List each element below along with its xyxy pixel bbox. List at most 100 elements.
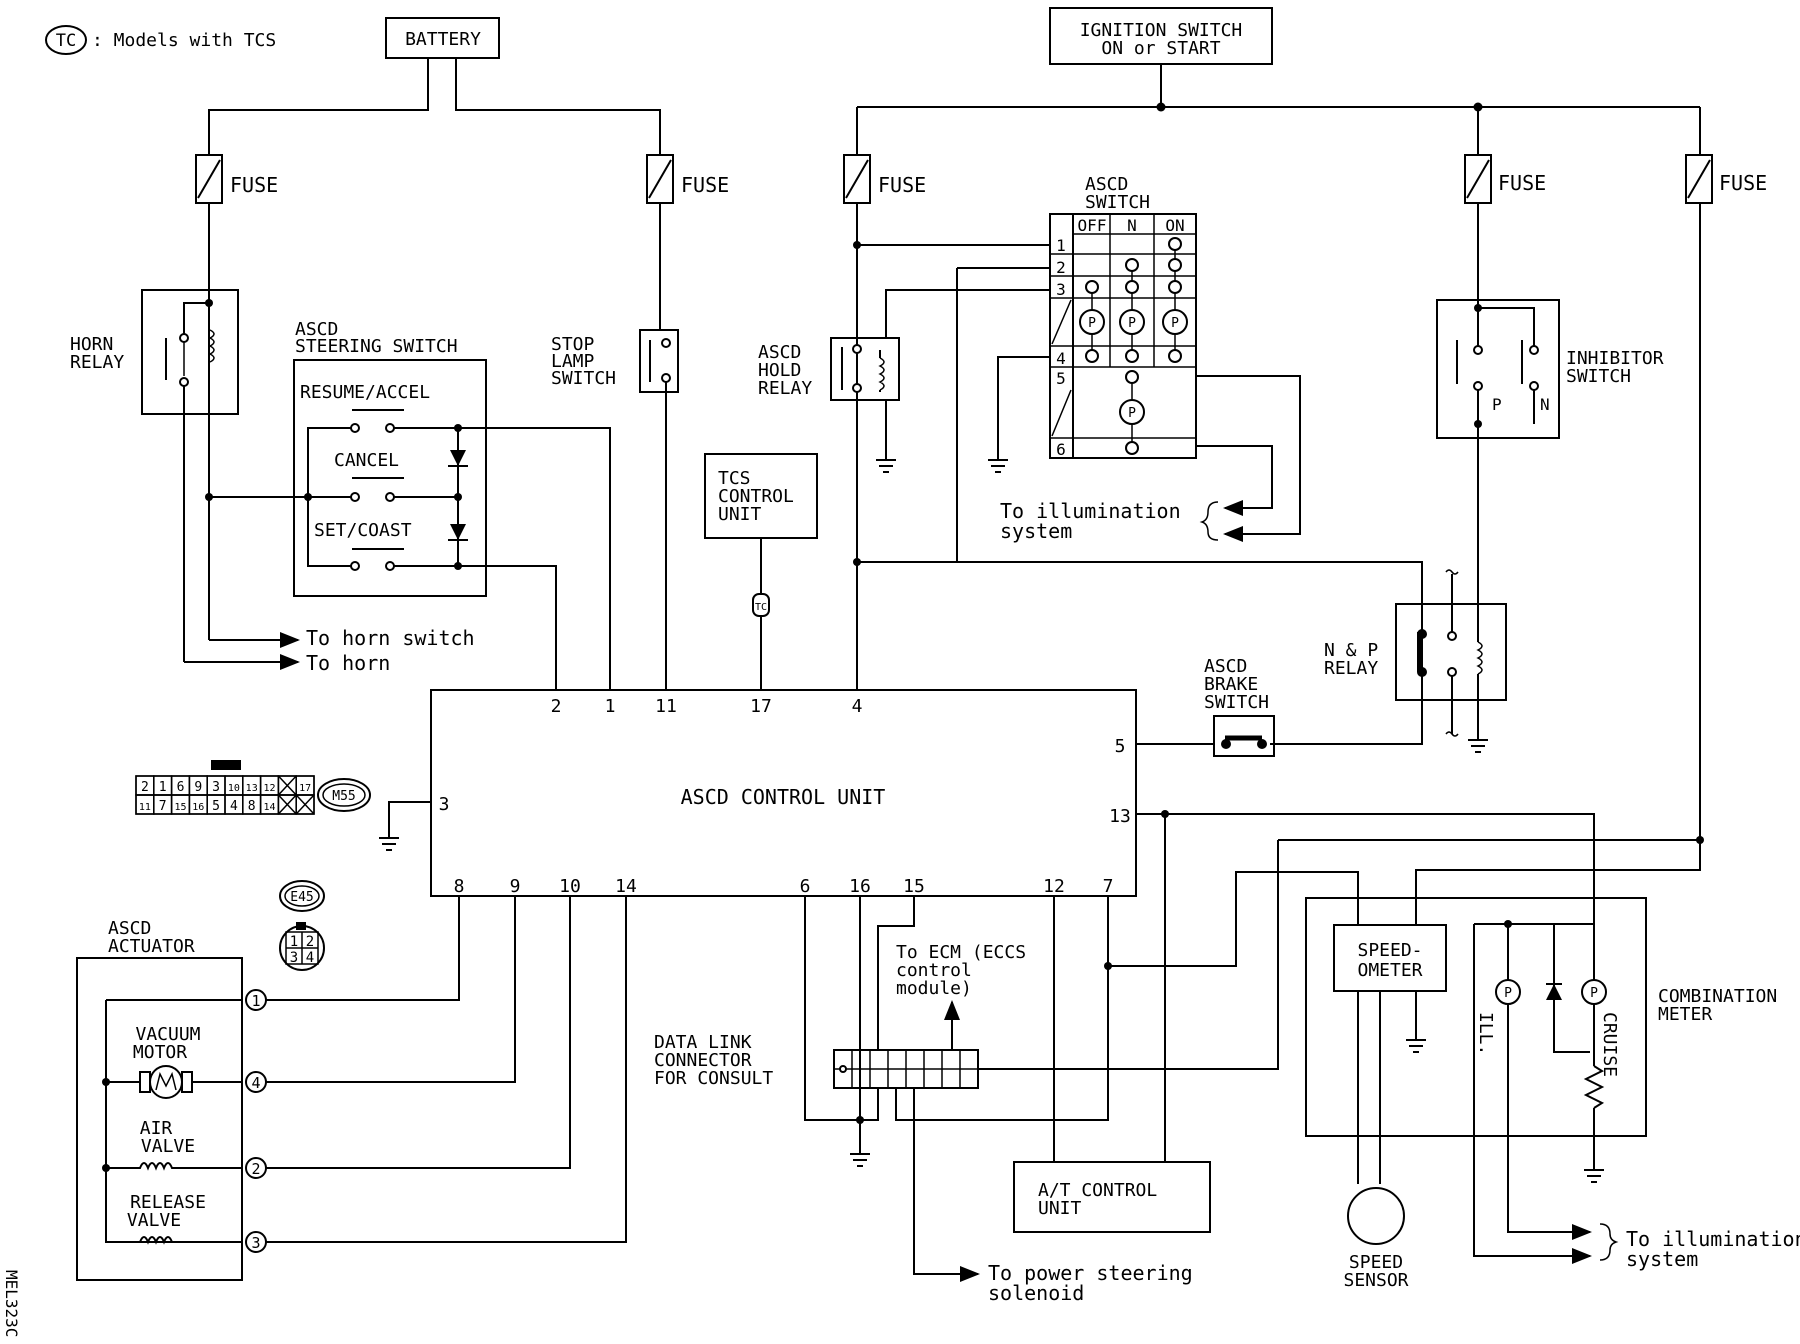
svg-text:3: 3	[1056, 280, 1066, 299]
svg-text:1: 1	[290, 934, 298, 950]
svg-text:RELAY: RELAY	[70, 352, 124, 373]
svg-text:ACTUATOR: ACTUATOR	[108, 936, 195, 957]
svg-text:IGNITION SWITCH: IGNITION SWITCH	[1080, 20, 1243, 41]
connector-pin-label: 11	[139, 802, 151, 813]
svg-text:6: 6	[800, 876, 811, 897]
fuse-5: FUSE	[1685, 154, 1767, 204]
svg-text:BRAKE: BRAKE	[1204, 674, 1258, 695]
svg-text:FOR CONSULT: FOR CONSULT	[654, 1068, 773, 1089]
svg-text:STEERING SWITCH: STEERING SWITCH	[295, 336, 458, 357]
fuse-4: FUSE	[1464, 154, 1546, 204]
svg-text:To illumination: To illumination	[1000, 499, 1181, 523]
svg-text:CONNECTOR: CONNECTOR	[654, 1050, 752, 1071]
svg-text:5: 5	[1115, 736, 1126, 757]
svg-text:SWITCH: SWITCH	[1566, 366, 1631, 387]
svg-text:CANCEL: CANCEL	[334, 450, 399, 471]
connector-pin-label: 3	[212, 780, 220, 795]
svg-text:10: 10	[559, 876, 581, 897]
svg-text:P: P	[1504, 986, 1512, 1001]
svg-text:STOP: STOP	[551, 334, 595, 355]
svg-text:VALVE: VALVE	[127, 1210, 181, 1231]
svg-text:CONTROL: CONTROL	[718, 486, 794, 507]
horn-relay: HORN RELAY	[70, 289, 239, 662]
hold-relay: ASCD HOLD RELAY	[758, 337, 900, 473]
svg-text:RELEASE: RELEASE	[130, 1192, 206, 1213]
svg-text:LAMP: LAMP	[551, 351, 595, 372]
svg-text:12: 12	[1043, 876, 1065, 897]
svg-text:3: 3	[290, 950, 298, 966]
svg-text:TCS: TCS	[718, 468, 751, 489]
svg-text:METER: METER	[1658, 1004, 1712, 1025]
ascd-actuator: ASCD ACTUATOR VACUUM MOTOR AIR VALVE REL…	[76, 896, 627, 1281]
fuse-1: FUSE	[195, 154, 278, 204]
svg-text:FUSE: FUSE	[878, 173, 926, 197]
svg-text:ASCD: ASCD	[758, 342, 801, 363]
svg-text:CRUISE: CRUISE	[1599, 1012, 1620, 1077]
svg-text:HORN: HORN	[70, 334, 113, 355]
svg-text:7: 7	[1103, 876, 1114, 897]
np-relay: N & P RELAY	[1270, 569, 1507, 753]
svg-text:3: 3	[439, 794, 450, 815]
connector-pin-label: 4	[230, 799, 238, 814]
svg-text:SENSOR: SENSOR	[1343, 1270, 1408, 1291]
steering-switch: ASCD STEERING SWITCH RESUME/ACCEL CANCEL…	[205, 319, 611, 690]
combination-meter: COMBINATION METER SPEED- OMETER SPEED SE…	[1305, 897, 1800, 1291]
svg-text:9: 9	[510, 876, 521, 897]
legend: TC : Models with TCS	[45, 25, 276, 55]
connector-pin-label: 2	[141, 780, 149, 795]
ignition-bus	[856, 64, 1701, 842]
svg-text:FUSE: FUSE	[681, 173, 729, 197]
svg-text:VACUUM: VACUUM	[135, 1024, 200, 1045]
horn-outputs: To horn switch To horn	[184, 626, 475, 675]
svg-text:To power steering: To power steering	[988, 1261, 1193, 1285]
connector-pin-label: 15	[174, 802, 186, 813]
svg-text:14: 14	[615, 876, 637, 897]
ascd-switch: ASCD SWITCH OFF N ON 1 2 3 4 5 6 P P P	[853, 174, 1423, 590]
data-link-connector: DATA LINK CONNECTOR FOR CONSULT To ECM (…	[654, 840, 1279, 1305]
svg-text:ON or START: ON or START	[1101, 38, 1220, 59]
svg-text:4: 4	[251, 1074, 260, 1092]
svg-text:ASCD CONTROL UNIT: ASCD CONTROL UNIT	[681, 785, 886, 809]
connector-pin-label: 8	[248, 799, 256, 814]
svg-text:SWITCH: SWITCH	[551, 368, 616, 389]
connector-pin-label: 5	[212, 799, 220, 814]
svg-text:VALVE: VALVE	[141, 1136, 195, 1157]
svg-text:5: 5	[1056, 369, 1066, 388]
svg-text:ASCD: ASCD	[1204, 656, 1247, 677]
connector-pin-label: 6	[177, 780, 185, 795]
battery-wiring	[208, 58, 661, 640]
svg-text:2: 2	[251, 1160, 260, 1178]
svg-text:P: P	[1171, 316, 1179, 331]
svg-text:4: 4	[852, 696, 863, 717]
connector-pin-label: 14	[263, 802, 275, 813]
svg-text:13: 13	[1109, 806, 1131, 827]
svg-text:RELAY: RELAY	[1324, 658, 1378, 679]
svg-text:TC: TC	[56, 31, 76, 51]
connector-cell-unused	[277, 794, 297, 815]
svg-text:MOTOR: MOTOR	[133, 1042, 187, 1063]
svg-text:2: 2	[551, 696, 562, 717]
diagram-code: MEL323C	[2, 1270, 21, 1337]
connector-pin-label: 9	[194, 780, 202, 795]
svg-text:1: 1	[251, 992, 260, 1010]
connector-pin-label: 16	[192, 802, 204, 813]
svg-text:UNIT: UNIT	[1038, 1198, 1082, 1219]
svg-text:P: P	[1128, 316, 1136, 331]
svg-text:FUSE: FUSE	[1498, 171, 1546, 195]
svg-text:SWITCH: SWITCH	[1085, 192, 1150, 213]
svg-text:control: control	[896, 960, 972, 981]
svg-text:COMBINATION: COMBINATION	[1658, 986, 1777, 1007]
svg-text:OMETER: OMETER	[1357, 960, 1422, 981]
svg-text:P: P	[1088, 316, 1096, 331]
svg-text:solenoid: solenoid	[988, 1281, 1084, 1305]
svg-text:ASCD: ASCD	[108, 918, 151, 939]
svg-text:ASCD: ASCD	[1085, 174, 1128, 195]
svg-text:1: 1	[1056, 236, 1066, 255]
svg-text:AIR: AIR	[140, 1118, 173, 1139]
svg-text:N & P: N & P	[1324, 640, 1378, 661]
svg-text:To illumination: To illumination	[1626, 1227, 1800, 1251]
svg-text:ASCD: ASCD	[295, 319, 338, 340]
svg-text:To ECM (ECCS: To ECM (ECCS	[896, 942, 1026, 963]
